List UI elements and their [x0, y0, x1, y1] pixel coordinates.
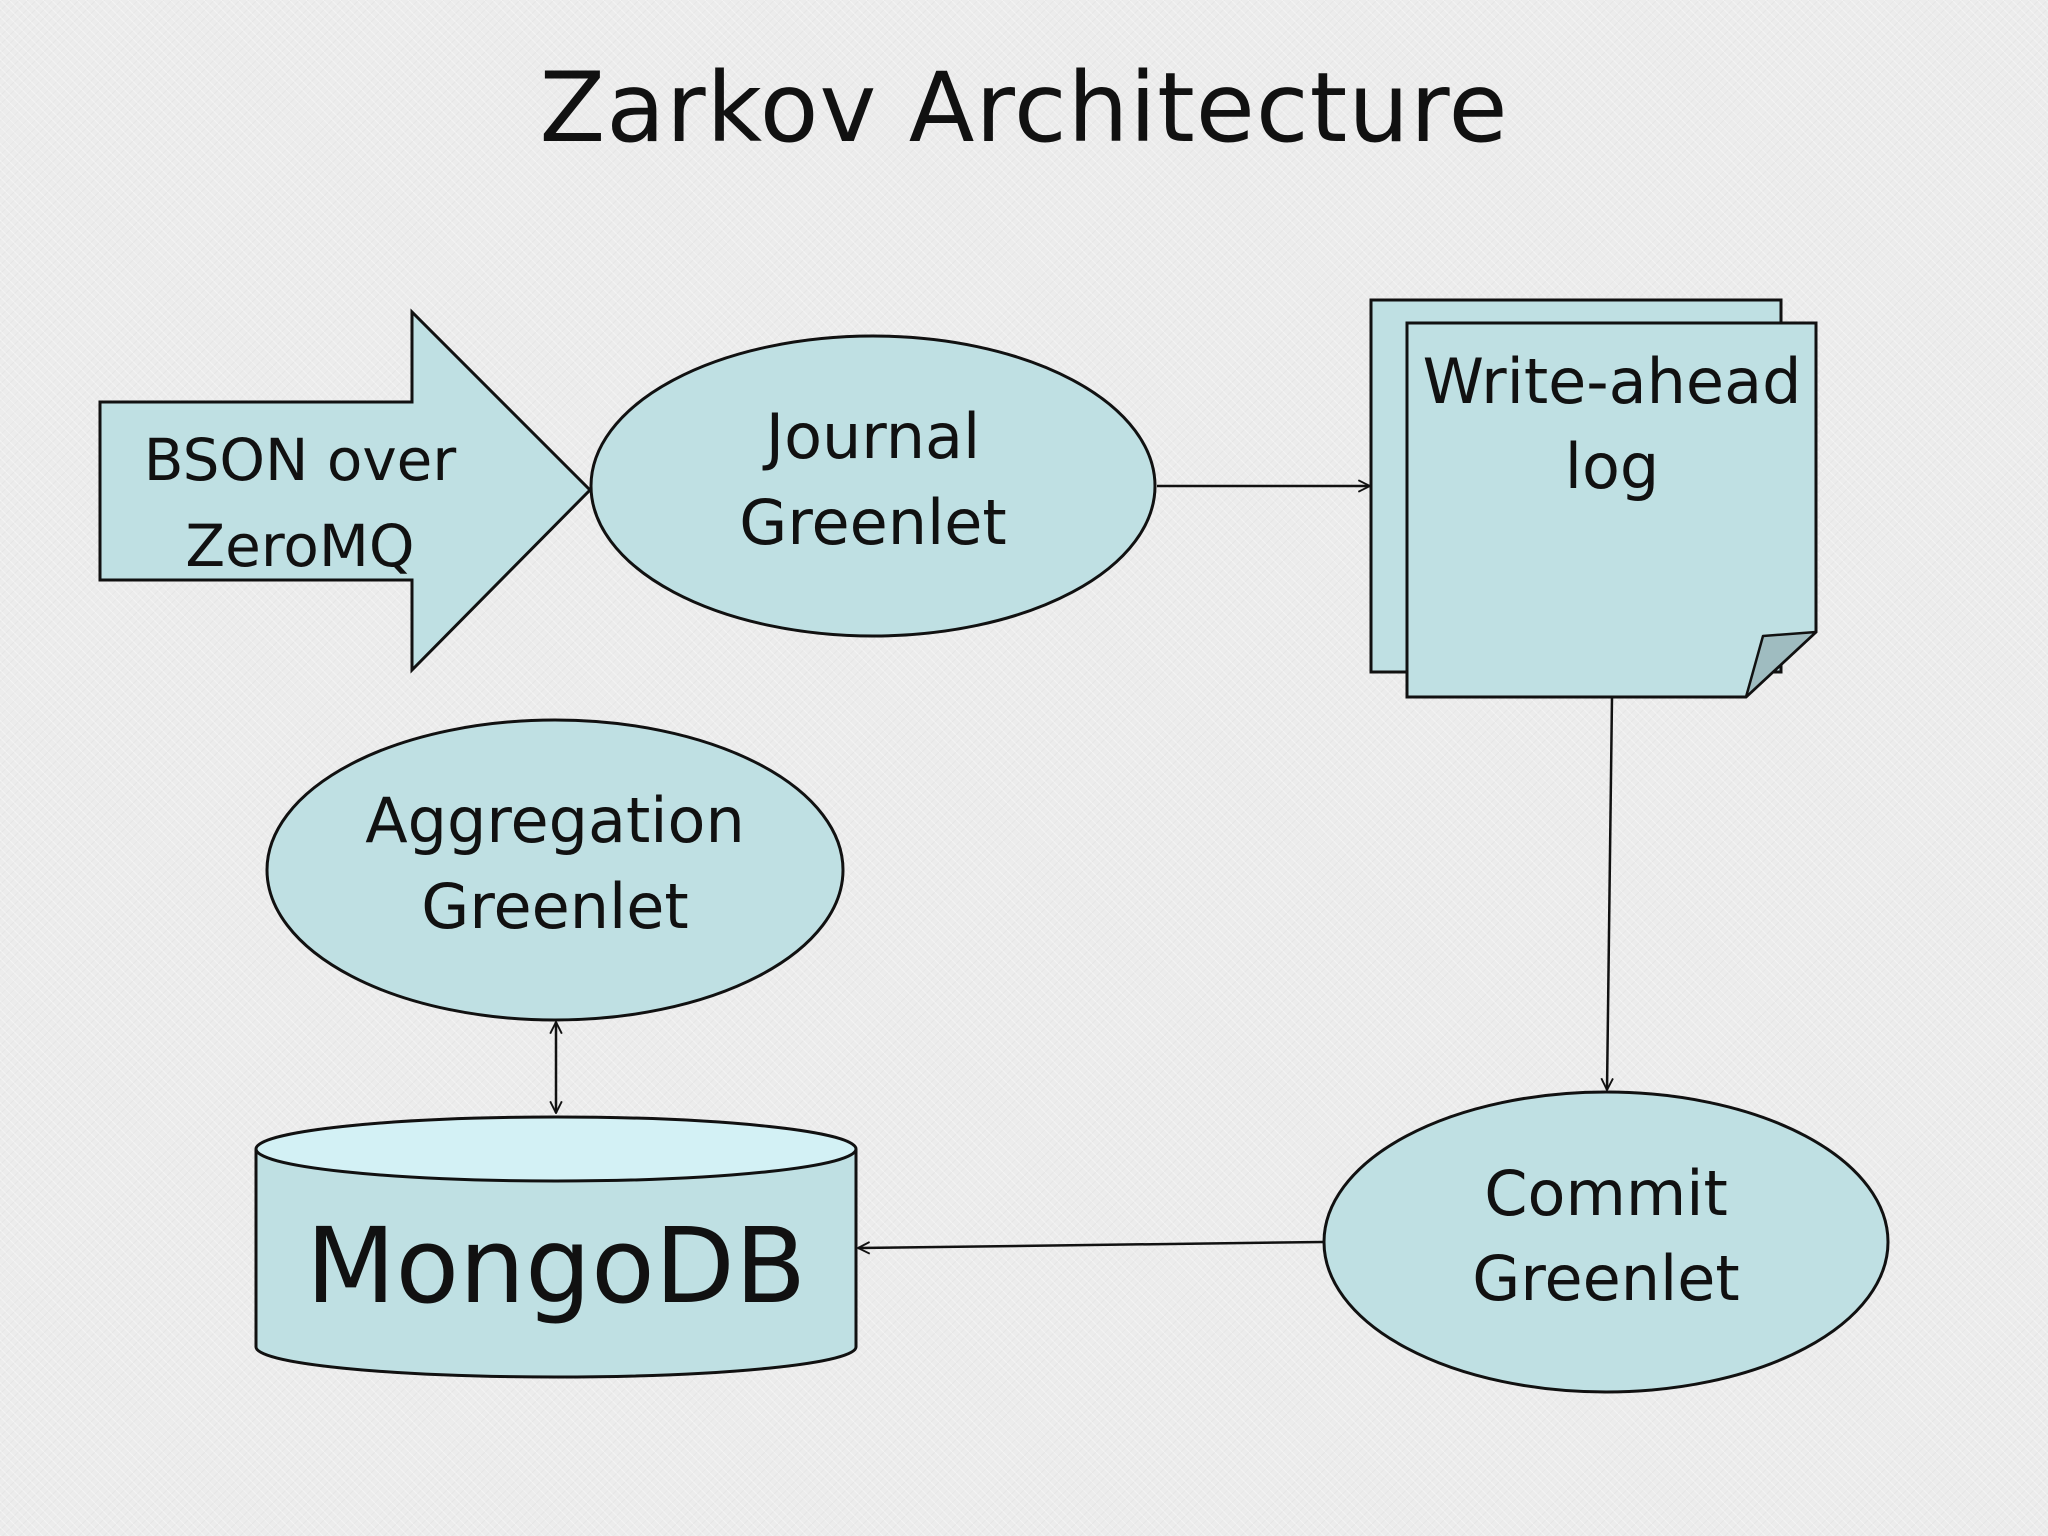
commit-greenlet-node: Commit Greenlet	[1322, 1090, 1890, 1394]
aggregation-greenlet-node: Aggregation Greenlet	[265, 718, 845, 1022]
mongodb-node: MongoDB	[254, 1115, 858, 1379]
commit-greenlet-ellipse	[1322, 1090, 1890, 1394]
input-arrow-label-line1: BSON over	[144, 426, 457, 494]
mongodb-cylinder-top	[254, 1115, 858, 1183]
arrow-log-to-commit	[1607, 696, 1612, 1090]
commit-greenlet-label-line2: Greenlet	[1472, 1242, 1739, 1315]
journal-greenlet-ellipse	[589, 334, 1157, 638]
mongodb-label: MongoDB	[306, 1205, 806, 1327]
slide-title: Zarkov Architecture	[539, 52, 1509, 164]
journal-greenlet-label-line2: Greenlet	[739, 486, 1006, 559]
journal-greenlet-node: Journal Greenlet	[589, 334, 1157, 638]
write-ahead-log-page-curl	[1744, 630, 1818, 699]
journal-greenlet-label-line1: Journal	[762, 400, 980, 473]
mongodb-cylinder-body	[254, 1149, 858, 1379]
aggregation-greenlet-ellipse	[265, 718, 845, 1022]
write-ahead-log-node: Write-ahead log	[1369, 298, 1818, 699]
commit-greenlet-label-line1: Commit	[1484, 1157, 1728, 1230]
arrow-commit-to-mongodb	[858, 1240, 1324, 1248]
aggregation-greenlet-label-line2: Greenlet	[421, 870, 688, 943]
write-ahead-log-label-line2: log	[1565, 430, 1660, 503]
write-ahead-log-label-line1: Write-ahead	[1423, 345, 1802, 418]
aggregation-greenlet-label-line1: Aggregation	[365, 784, 745, 857]
input-arrow-label-line2: ZeroMQ	[185, 512, 414, 580]
input-arrow-shape	[98, 308, 593, 674]
input-arrow: BSON over ZeroMQ	[98, 308, 593, 674]
